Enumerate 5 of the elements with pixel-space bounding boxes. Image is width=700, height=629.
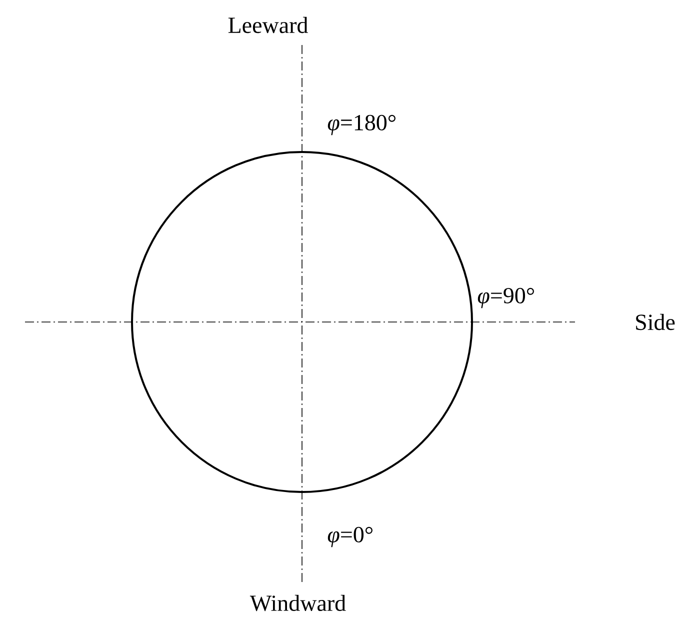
axis-label: Windward — [250, 594, 346, 612]
axis-label: Side — [636, 314, 675, 330]
axis-label: Leeward — [228, 16, 308, 34]
axis-label: φ=0° — [328, 526, 372, 548]
circle-outline — [131, 151, 473, 493]
